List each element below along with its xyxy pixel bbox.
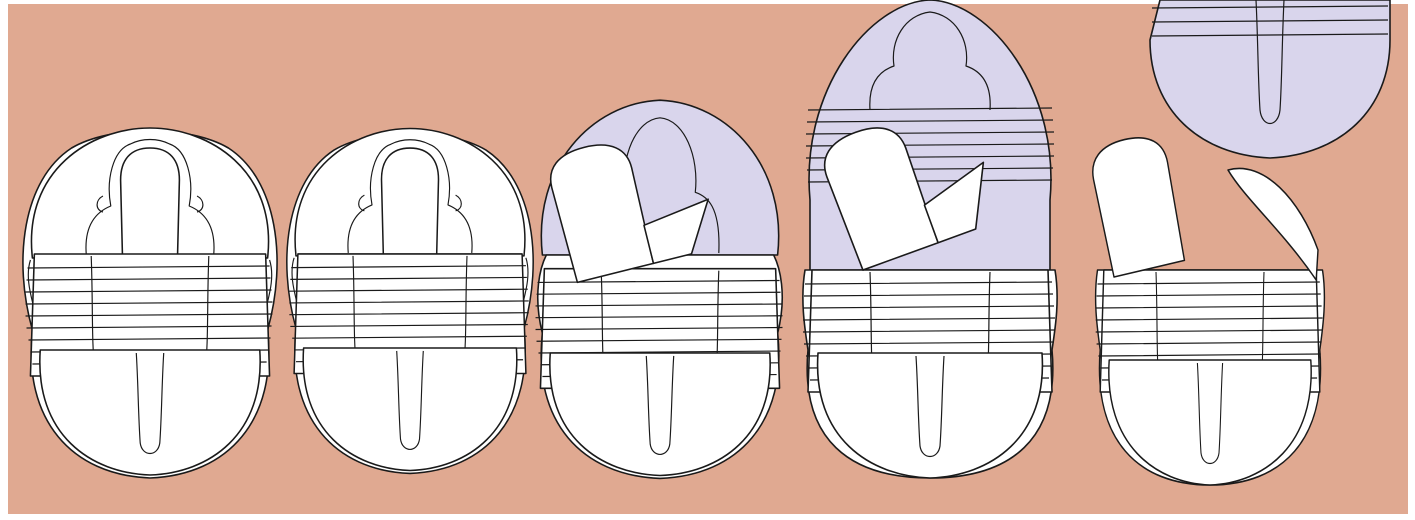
trilobite-stage-4 [803,0,1057,478]
trilobite-stage-2 [287,128,533,473]
trilobite-stage-3 [536,100,783,478]
trilobite-stage-1 [23,128,277,478]
